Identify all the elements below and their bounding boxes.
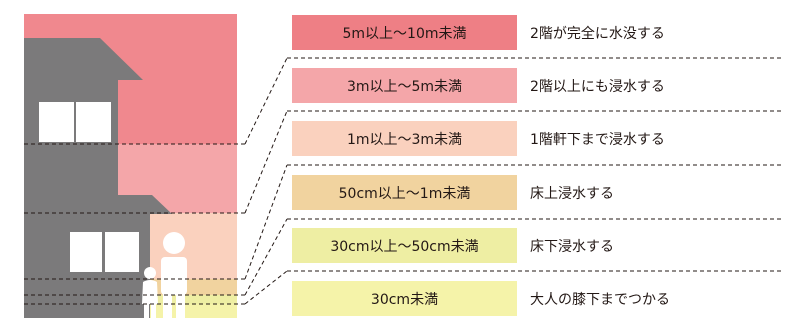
range-label-3m-5m: 3m以上～5m未満: [292, 68, 517, 103]
description-30cm-50cm: 床下浸水する: [530, 238, 614, 255]
description-5m-10m: 2階が完全に水没する: [530, 25, 665, 42]
lower-window: [70, 232, 139, 272]
range-label-5m-10m: 5m以上～10m未満: [292, 15, 517, 50]
description-3m-5m: 2階以上にも浸水する: [530, 78, 665, 95]
range-label-30cm-50cm: 30cm以上～50cm未満: [292, 228, 517, 263]
child-person-icon: [142, 267, 158, 318]
upper-window: [39, 102, 111, 142]
level-guides: [24, 143, 245, 305]
legend-separators: [287, 57, 781, 272]
description-under-30cm: 大人の膝下までつかる: [530, 291, 670, 308]
range-label-under-30cm: 30cm未満: [292, 281, 517, 316]
connector-lines: [244, 57, 288, 305]
description-50cm-1m: 床上浸水する: [530, 185, 614, 202]
range-label-1m-3m: 1m以上～3m未満: [292, 121, 517, 156]
description-1m-3m: 1階軒下まで浸水する: [530, 131, 665, 148]
range-label-50cm-1m: 50cm以上～1m未満: [292, 175, 517, 210]
